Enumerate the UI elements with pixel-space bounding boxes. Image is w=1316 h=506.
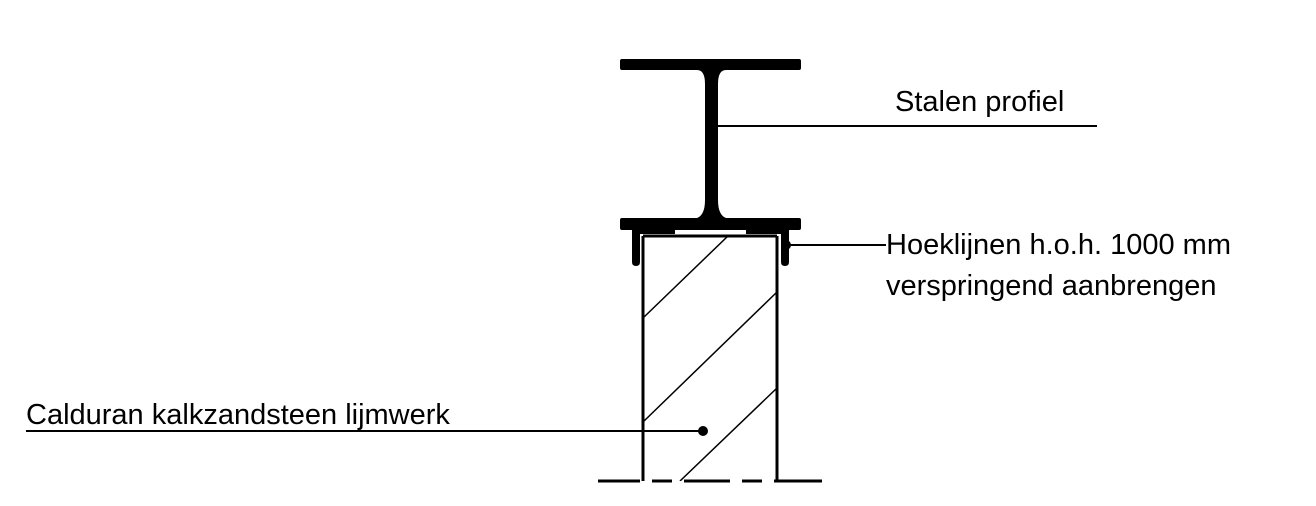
leader-wall [26,426,708,436]
leader-dot [781,240,791,250]
label-angle-profiles-line1: Hoeklijnen h.o.h. 1000 mm [886,229,1231,261]
label-angle-profiles-line2: verspringend aanbrengen [886,270,1217,302]
i-profile-web [697,70,726,218]
steel-i-profile [620,59,801,230]
angle-profiles [632,230,789,266]
right-angle-profile [746,230,789,266]
left-angle-profile [632,230,675,266]
wall-section [641,234,779,481]
leader-angle-profiles [781,240,886,250]
leader-dot [706,121,716,131]
leader-dot [698,426,708,436]
top-flange [620,59,801,70]
label-steel-profile: Stalen profiel [895,86,1064,118]
label-wall: Calduran kalkzandsteen lijmwerk [26,399,450,431]
wall-hatching [643,236,777,481]
leader-steel-profile [706,121,1097,131]
bottom-flange [620,218,801,230]
